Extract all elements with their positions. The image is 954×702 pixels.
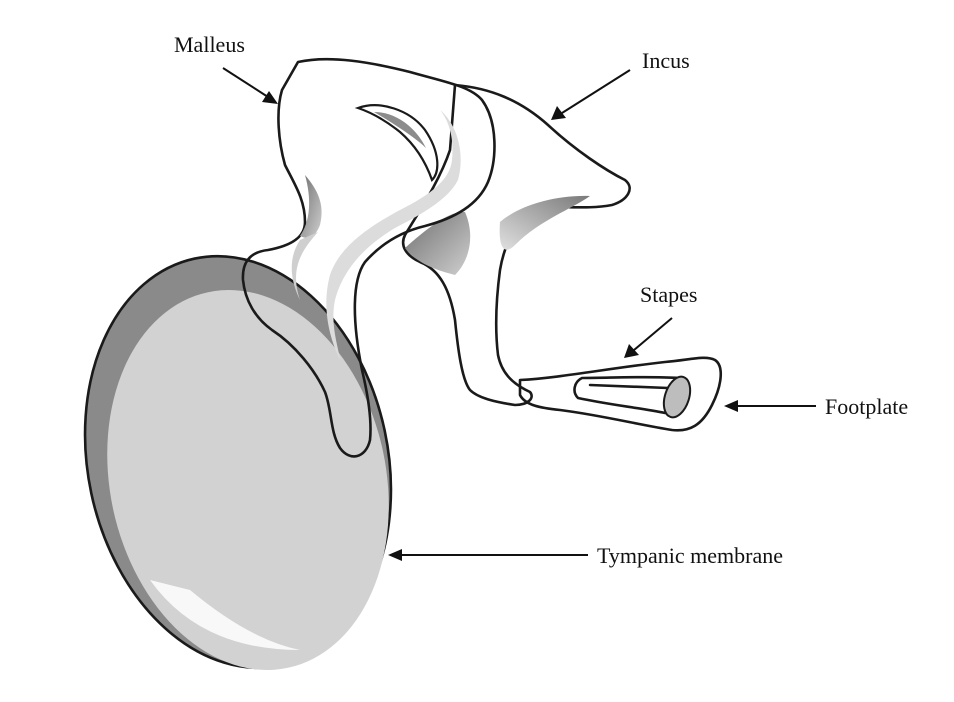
stapes-pointer-arrow <box>624 317 673 358</box>
stapes-label: Stapes <box>640 282 697 307</box>
incus-pointer-arrow <box>551 69 631 120</box>
incus-label: Incus <box>642 48 690 73</box>
footplate-pointer-arrow <box>724 400 816 412</box>
malleus-bone <box>241 57 496 458</box>
tympanic-membrane-label: Tympanic membrane <box>597 543 783 568</box>
malleus-pointer-arrow <box>222 67 278 104</box>
stapes-footplate <box>662 375 692 419</box>
incus-bone <box>401 83 631 407</box>
tympanic-membrane <box>83 254 393 670</box>
footplate-label: Footplate <box>825 394 908 419</box>
tympanic-membrane-pointer-arrow <box>388 549 588 561</box>
malleus-label: Malleus <box>174 32 245 57</box>
